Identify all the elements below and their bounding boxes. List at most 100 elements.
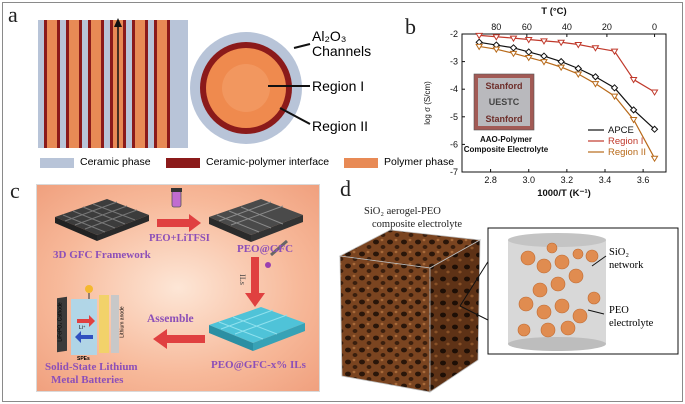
legend-ceramic: Ceramic phase [80, 156, 151, 168]
panel-label-d: d [340, 176, 351, 201]
series-2-point-5 [557, 64, 566, 72]
series-1-point-6 [574, 41, 583, 49]
label-peo-gfc: PEO@GFC [237, 243, 294, 255]
series-1-point-0 [475, 32, 484, 40]
arrow-peo-litfsi [157, 214, 201, 232]
label-spes: SPEs [77, 356, 90, 362]
label-peo: PEO [609, 305, 629, 316]
gfc-framework-mesh [55, 199, 149, 241]
series-2-point-9 [629, 117, 638, 124]
series-1-point-1 [492, 34, 501, 41]
label-peo-litfsi: PEO+LiTFSI [149, 233, 210, 244]
vial-icon [171, 190, 182, 208]
top-tick-label-0: 80 [491, 22, 501, 32]
series-1-point-4 [540, 38, 548, 45]
label-electrolyte: electrolyte [609, 318, 654, 329]
x-tick-label-0: 2.8 [484, 175, 497, 185]
x-tick-label-3: 3.4 [599, 175, 612, 185]
label-al2o3: Al₂O₃ [312, 28, 347, 44]
label-region-2: Region II [312, 118, 369, 134]
series-2-point-6 [574, 71, 583, 78]
label-assemble: Assemble [147, 313, 194, 325]
series-2-point-0 [475, 43, 484, 51]
label-channels: Channels [312, 43, 372, 59]
top-tick-label-2: 40 [562, 22, 572, 32]
series-0-point-5 [557, 57, 565, 66]
label-network: network [609, 260, 644, 271]
legend-swatch-polymer [344, 158, 378, 168]
series-2-point-4 [540, 59, 548, 66]
panel-label-c: c [10, 178, 20, 203]
series-1-point-10 [650, 89, 659, 96]
x-tick-label-2: 3.2 [561, 175, 574, 185]
series-2-point-1 [492, 46, 501, 54]
peo-gfc-mesh [209, 199, 303, 242]
series-1-point-2 [509, 35, 518, 43]
series-2-point-2 [509, 50, 518, 58]
series-1-point-7 [591, 45, 600, 52]
panel-d-graphics [338, 227, 679, 393]
series-0-point-4 [540, 52, 548, 60]
panel-label-a: a [8, 2, 18, 27]
series-0-point-6 [574, 64, 583, 73]
series-0-point-9 [629, 106, 638, 114]
cube-side [429, 239, 481, 393]
inset-photo-center [478, 78, 530, 126]
inset-caption-line1: AAO-Polymer [480, 135, 532, 144]
series-0-point-2 [509, 44, 518, 52]
conductivity-chart: StanfordUESTCStanfordAAO-PolymerComposit… [423, 6, 667, 198]
legend-swatch-interface [166, 158, 200, 168]
dropper-icon [270, 239, 288, 257]
top-tick-label-4: 0 [652, 22, 657, 32]
label-sio2: SiO₂ [609, 247, 630, 258]
inset-text-uestc: UESTC [489, 97, 520, 107]
legend-label-2: Region II [608, 147, 646, 158]
panel-c-schematic: 3D GFC Framework PEO+LiTFSI PEO@GFC ILs … [36, 184, 320, 392]
arrow-assemble [153, 329, 205, 349]
label-composite-line2: composite electrolyte [372, 219, 463, 230]
inset-text-stanford-bottom: Stanford [486, 114, 523, 124]
label-region-1: Region I [312, 78, 365, 94]
y-tick-label-2: -4 [450, 84, 458, 94]
legend-label-0: APCE [608, 125, 634, 136]
label-peo-gfc-ils: PEO@GFC-x% ILs [211, 359, 306, 371]
legend-interface: Ceramic-polymer interface [206, 156, 330, 168]
y-tick-label-4: -6 [450, 139, 458, 149]
series-1-point-9 [629, 77, 638, 84]
legend-swatch-ceramic [40, 158, 74, 168]
y-tick-label-5: -7 [450, 167, 458, 177]
series-2-point-7 [591, 81, 600, 88]
y-tick-label-1: -3 [450, 57, 458, 67]
inset-caption-line2: Composite Electrolyte [464, 145, 549, 154]
x-tick-label-1: 3.0 [522, 175, 535, 185]
series-2-point-3 [524, 54, 533, 62]
label-composite-line1: SiO₂ aerogel-PEO [364, 206, 441, 217]
x-axis-label: 1000/T (K⁻¹) [537, 188, 591, 198]
battery-schematic [57, 285, 119, 355]
cube-front [339, 255, 431, 393]
top-axis-label: T (°C) [541, 6, 566, 17]
panel-label-b: b [405, 14, 416, 39]
plot-frame [461, 33, 667, 173]
label-ils: ILs [237, 274, 247, 285]
label-li-ion: Li⁺ [79, 325, 86, 331]
series-0-point-7 [591, 73, 600, 81]
y-tick-label-0: -2 [450, 29, 458, 39]
series-0-point-3 [525, 48, 533, 56]
series-1-point-8 [610, 48, 619, 56]
top-tick-label-3: 20 [602, 22, 612, 32]
peo-gfc-ils-slab [209, 307, 305, 351]
panel-a-diagram [38, 18, 311, 148]
label-battery-line2: Metal Batteries [51, 374, 124, 386]
series-2-point-8 [610, 93, 619, 101]
inset-text-stanford-top: Stanford [486, 81, 523, 91]
top-tick-label-1: 60 [522, 22, 532, 32]
peo-network [517, 242, 601, 338]
y-axis-label: log σ (S/cm) [423, 81, 432, 125]
label-gfc-framework: 3D GFC Framework [53, 249, 151, 261]
series-0-point-8 [610, 84, 619, 92]
label-cathode: LiFePO₄ Cathode [57, 302, 64, 342]
series-1-point-5 [557, 39, 566, 47]
series-2-point-10 [650, 155, 659, 163]
